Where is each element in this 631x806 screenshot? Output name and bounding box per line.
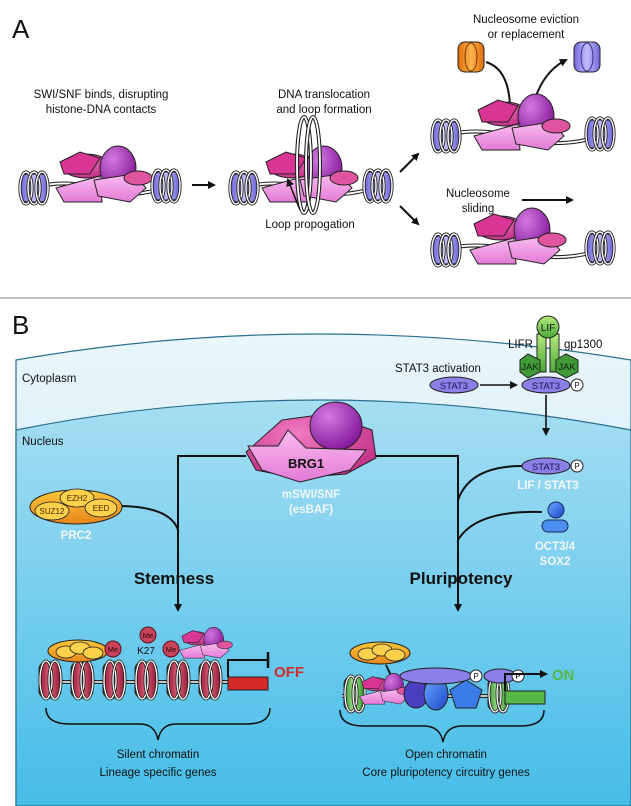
nucleosome-eviction bbox=[430, 93, 616, 154]
silent-caption-1: Silent chromatin bbox=[117, 749, 199, 761]
off-promoter bbox=[227, 659, 268, 677]
lif-receptor: LIF LIFR gp1300 JAK JAK bbox=[508, 315, 602, 379]
open-caption-2: Core pluripotency circuitry genes bbox=[362, 767, 530, 779]
me-label-3: Me bbox=[166, 645, 176, 654]
nucleosome-step2 bbox=[228, 115, 394, 215]
me-label-2: Me bbox=[143, 631, 153, 640]
lavender-histone bbox=[573, 41, 601, 73]
phospho-circle-chromatin bbox=[469, 669, 483, 683]
off-gene-box bbox=[227, 676, 269, 691]
gp130-label: gp1300 bbox=[564, 339, 602, 351]
nucleus-label: Nucleus bbox=[22, 436, 64, 448]
step1-caption-line1: SWI/SNF binds, disrupting bbox=[34, 89, 169, 101]
lif-stat3-label: LIF / STAT3 bbox=[517, 480, 579, 492]
k27-label: K27 bbox=[137, 646, 155, 657]
silent-caption-2: Lineage specific genes bbox=[100, 767, 217, 779]
prc2-complex: SUZ12 EZH2 EED bbox=[29, 488, 123, 525]
me-mark-3 bbox=[162, 640, 180, 658]
oct34-label: OCT3/4 bbox=[535, 541, 576, 553]
loop-prop-caption: Loop propogation bbox=[265, 219, 355, 231]
sox2-bound bbox=[449, 679, 483, 709]
jak-right-label: JAK bbox=[558, 362, 576, 373]
arrow-a2 bbox=[399, 152, 420, 173]
stat3-active bbox=[521, 376, 571, 394]
orange-histone bbox=[457, 41, 485, 73]
stat3-dimer-left bbox=[399, 667, 473, 685]
step1-caption-line2: histone-DNA contacts bbox=[46, 104, 157, 116]
panel-a: A SWI/SNF binds, disrupting histone-DNA … bbox=[12, 14, 616, 268]
jak-left bbox=[519, 353, 541, 379]
nucleosome-sliding bbox=[430, 207, 616, 268]
pluripotency-label: Pluripotency bbox=[410, 569, 514, 588]
on-label: ON bbox=[552, 667, 575, 684]
off-label: OFF bbox=[274, 664, 304, 681]
step2-caption-line1: DNA translocation bbox=[278, 89, 370, 101]
stat3-inactive bbox=[429, 376, 479, 394]
jak-right bbox=[555, 353, 579, 379]
eed-label: EED bbox=[93, 504, 110, 513]
phospho-circle bbox=[570, 378, 584, 392]
loop-prop-arrow bbox=[286, 178, 301, 211]
stat3-connector bbox=[457, 465, 523, 501]
sox2-label: SOX2 bbox=[540, 556, 571, 568]
slide-caption-line1: Nucleosome bbox=[446, 188, 510, 200]
suz12-subunit bbox=[34, 501, 70, 521]
lif-ligand bbox=[536, 315, 560, 339]
panel-a-letter: A bbox=[12, 14, 30, 44]
stat3-active-label: STAT3 bbox=[532, 381, 560, 392]
open-caption-1: Open chromatin bbox=[405, 749, 487, 761]
phospho-label-nuclear: P bbox=[574, 462, 579, 471]
lifr-label: LIFR bbox=[508, 339, 533, 351]
stat3-inactive-label: STAT3 bbox=[440, 381, 468, 392]
eed-subunit bbox=[84, 498, 118, 518]
sox2-protein bbox=[541, 519, 569, 533]
lif-text: LIF bbox=[541, 323, 555, 334]
prc2-connector bbox=[116, 505, 179, 531]
brg1-label: BRG1 bbox=[288, 456, 324, 471]
oct34-protein bbox=[547, 501, 565, 519]
phospho-label: P bbox=[574, 381, 579, 390]
ezh2-label: EZH2 bbox=[67, 494, 88, 503]
arrow-a3 bbox=[399, 205, 420, 226]
ezh2-subunit bbox=[59, 488, 95, 508]
mswisnf-label: mSWI/SNF bbox=[282, 489, 340, 501]
brg1-to-stemness bbox=[174, 455, 246, 612]
me-mark-2 bbox=[139, 626, 157, 644]
octsox-connector bbox=[457, 510, 543, 541]
silent-brace bbox=[45, 707, 271, 741]
phospho-label-chromatin-2: P bbox=[515, 672, 520, 681]
jak-left-label: JAK bbox=[521, 362, 539, 373]
prc2-label: PRC2 bbox=[61, 530, 92, 542]
cytoplasm-label: Cytoplasm bbox=[22, 373, 76, 385]
open-chromatin: P P bbox=[342, 667, 548, 714]
on-gene-box bbox=[504, 690, 546, 705]
me-label-1: Me bbox=[108, 645, 118, 654]
slide-caption-line2: sliding bbox=[462, 203, 495, 215]
me-mark-1 bbox=[104, 640, 122, 658]
panel-b: B Cytoplasm Nucleus LIF LIFR gp1300 JAK … bbox=[12, 310, 631, 806]
esbaf-label: (esBAF) bbox=[289, 504, 333, 516]
evict-caption-line1: Nucleosome eviction bbox=[473, 14, 579, 26]
phospho-label-chromatin: P bbox=[473, 672, 478, 681]
silent-chromatin bbox=[37, 627, 270, 701]
stat3-nuclear-label: STAT3 bbox=[532, 462, 560, 473]
panel-b-letter: B bbox=[12, 310, 29, 340]
step2-caption-line2: and loop formation bbox=[276, 104, 371, 116]
phospho-circle-nuclear bbox=[570, 459, 584, 473]
brg1-complex: BRG1 bbox=[245, 401, 377, 483]
open-brace bbox=[339, 709, 545, 743]
on-promoter bbox=[504, 673, 528, 691]
stat3-dimer-right bbox=[483, 668, 517, 684]
stemness-label: Stemness bbox=[134, 569, 214, 588]
nucleosome-step1 bbox=[18, 145, 182, 206]
brg1-to-pluripotency bbox=[376, 455, 462, 612]
stat3-activation-label: STAT3 activation bbox=[395, 363, 481, 375]
suz12-label: SUZ12 bbox=[40, 507, 65, 516]
evict-caption-line2: or replacement bbox=[488, 29, 566, 41]
